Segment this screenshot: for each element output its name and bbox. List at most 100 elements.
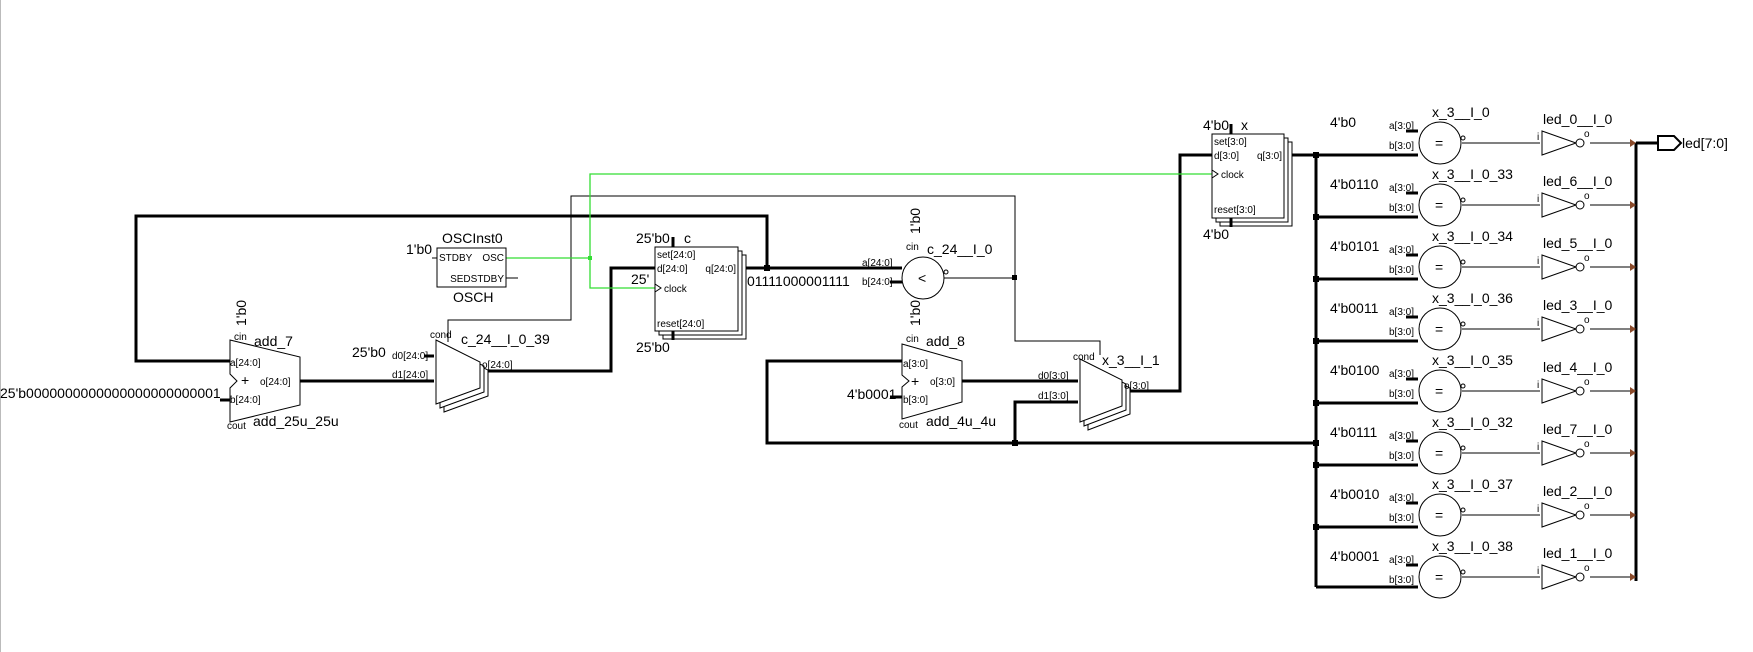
- regc-reset-pin: reset[24:0]: [657, 319, 704, 330]
- cmp-name: x_3__I_0_36: [1432, 290, 1513, 306]
- inv-in-pin: i: [1537, 380, 1539, 391]
- inverter[interactable]: [1541, 502, 1578, 528]
- cmp-name: x_3__I_0: [1432, 104, 1490, 120]
- equal-comparator[interactable]: [1418, 431, 1462, 475]
- equal-comparator[interactable]: [1418, 307, 1462, 351]
- regx-set-pin: set[3:0]: [1214, 137, 1247, 148]
- cmp-name: x_3__I_0_32: [1432, 414, 1513, 430]
- clock-net: [506, 173, 1212, 289]
- bit-marker: [1630, 449, 1636, 457]
- inverter[interactable]: [1541, 130, 1578, 156]
- osc-stdby-pin: STDBY: [439, 253, 473, 264]
- equal-comparator[interactable]: [1418, 121, 1462, 165]
- mux-x-3-i-1[interactable]: cond d0[3:0] d1[3:0] o[3:0] x_3__I_1: [1038, 352, 1160, 431]
- cmp-a-pin: a[3:0]: [1389, 431, 1414, 442]
- equal-op: =: [1435, 383, 1443, 399]
- mux1-d1-pin: d1[24:0]: [392, 370, 428, 381]
- inverter[interactable]: [1541, 254, 1578, 280]
- inv-out-pin: o: [1584, 315, 1590, 326]
- inv-in-pin: i: [1537, 504, 1539, 515]
- inv-out-pin: o: [1584, 253, 1590, 264]
- inv-out-pin: o: [1584, 129, 1590, 140]
- inverter[interactable]: [1541, 378, 1578, 404]
- register-c[interactable]: set[24:0] d[24:0] q[24:0] clock reset[24…: [631, 230, 747, 355]
- add8-b-pin: b[3:0]: [903, 395, 928, 406]
- cmp-a-pin: a[3:0]: [1389, 555, 1414, 566]
- regc-name: c: [684, 230, 691, 246]
- inverter[interactable]: [1541, 564, 1578, 590]
- add7-b-const: 25'b0000000000000000000000001: [0, 385, 221, 401]
- regc-set-pin: set[24:0]: [657, 250, 696, 261]
- equal-comparator[interactable]: [1418, 245, 1462, 289]
- inverter[interactable]: [1541, 316, 1578, 342]
- regc-reset-const: 25'b0: [636, 339, 670, 355]
- cmp-b-const: 01111000001111: [747, 273, 850, 289]
- cmp-out-bubble: [1460, 383, 1466, 389]
- cmp-b-pin: b[3:0]: [1389, 203, 1414, 214]
- osc-type: OSCH: [453, 289, 493, 305]
- regc-d-const: 25': [631, 271, 649, 287]
- equal-comparator[interactable]: [1418, 493, 1462, 537]
- mux2-name: x_3__I_1: [1102, 352, 1160, 368]
- inv-in-pin: i: [1537, 566, 1539, 577]
- cmp-a-pin: a[24:0]: [862, 258, 893, 269]
- equal-comparator[interactable]: [1418, 183, 1462, 227]
- register-x[interactable]: set[3:0] d[3:0] q[3:0] clock reset[3:0] …: [1203, 117, 1293, 242]
- add8-type: add_4u_4u: [926, 413, 996, 429]
- inverter[interactable]: [1541, 440, 1578, 466]
- mux1-d0-pin: d0[24:0]: [392, 351, 428, 362]
- mux1-cond-pin: cond: [430, 330, 452, 341]
- mux1-name: c_24__I_0_39: [461, 331, 550, 347]
- bit-marker: [1630, 263, 1636, 271]
- regx-set-const: 4'b0: [1203, 117, 1229, 133]
- inv-out-pin: o: [1584, 501, 1590, 512]
- osc-stdby-const: 1'b0: [406, 241, 432, 257]
- cmp-b-pin: b[3:0]: [1389, 389, 1414, 400]
- equal-op: =: [1435, 321, 1443, 337]
- regc-q-pin: q[24:0]: [705, 264, 736, 275]
- oscillator-osch[interactable]: STDBY OSC SEDSTDBY OSCInst0 OSCH 1'b0: [406, 230, 507, 305]
- osc-name: OSCInst0: [442, 230, 503, 246]
- output-port-led[interactable]: led[7:0]: [1657, 135, 1728, 151]
- cmp-name: x_3__I_0_37: [1432, 476, 1513, 492]
- osc-sedstdby-pin: SEDSTDBY: [450, 274, 504, 285]
- add8-name: add_8: [926, 333, 965, 349]
- comparator-c-24-i-0[interactable]: < cin a[24:0] b[24:0] c_24__I_0 01111000…: [747, 208, 993, 326]
- inv-in-pin: i: [1537, 194, 1539, 205]
- inv-name: led_5__I_0: [1543, 235, 1613, 251]
- bit-marker: [1630, 201, 1636, 209]
- inverter[interactable]: [1541, 192, 1578, 218]
- regx-reset-pin: reset[3:0]: [1214, 205, 1256, 216]
- equal-comparator[interactable]: [1418, 555, 1462, 599]
- cmp-const: 4'b0101: [1330, 238, 1380, 254]
- add7-type: add_25u_25u: [253, 413, 339, 429]
- equal-comparator[interactable]: [1418, 369, 1462, 413]
- cmp-out-bubble: [1460, 321, 1466, 327]
- bit-marker: [1630, 511, 1636, 519]
- inv-out-pin: o: [1584, 191, 1590, 202]
- regx-d-pin: d[3:0]: [1214, 151, 1239, 162]
- inverter-bubble: [1575, 448, 1585, 458]
- adder-add-8[interactable]: cin a[3:0] b[3:0] o[3:0] cout + add_8 ad…: [847, 333, 996, 431]
- inv-name: led_3__I_0: [1543, 297, 1613, 313]
- cmp-bottom-const: 1'b0: [907, 300, 923, 326]
- adder-add-7[interactable]: cin a[24:0] b[24:0] o[24:0] cout + add_7…: [0, 300, 339, 432]
- output-port-label: led[7:0]: [1682, 135, 1728, 151]
- add8-b-const: 4'b0001: [847, 386, 897, 402]
- mux-c-24-i-0-39[interactable]: cond d0[24:0] d1[24:0] o[24:0] c_24__I_0…: [352, 330, 550, 413]
- inv-out-pin: o: [1584, 439, 1590, 450]
- regc-set-const: 25'b0: [636, 230, 670, 246]
- mux1-o-pin: o[24:0]: [482, 360, 513, 371]
- inv-in-pin: i: [1537, 132, 1539, 143]
- inverter-bubble: [1575, 386, 1585, 396]
- cmp-a-pin: a[3:0]: [1389, 307, 1414, 318]
- equal-op: =: [1435, 569, 1443, 585]
- regx-q-pin: q[3:0]: [1257, 151, 1282, 162]
- add7-cin-pin: cin: [234, 332, 247, 343]
